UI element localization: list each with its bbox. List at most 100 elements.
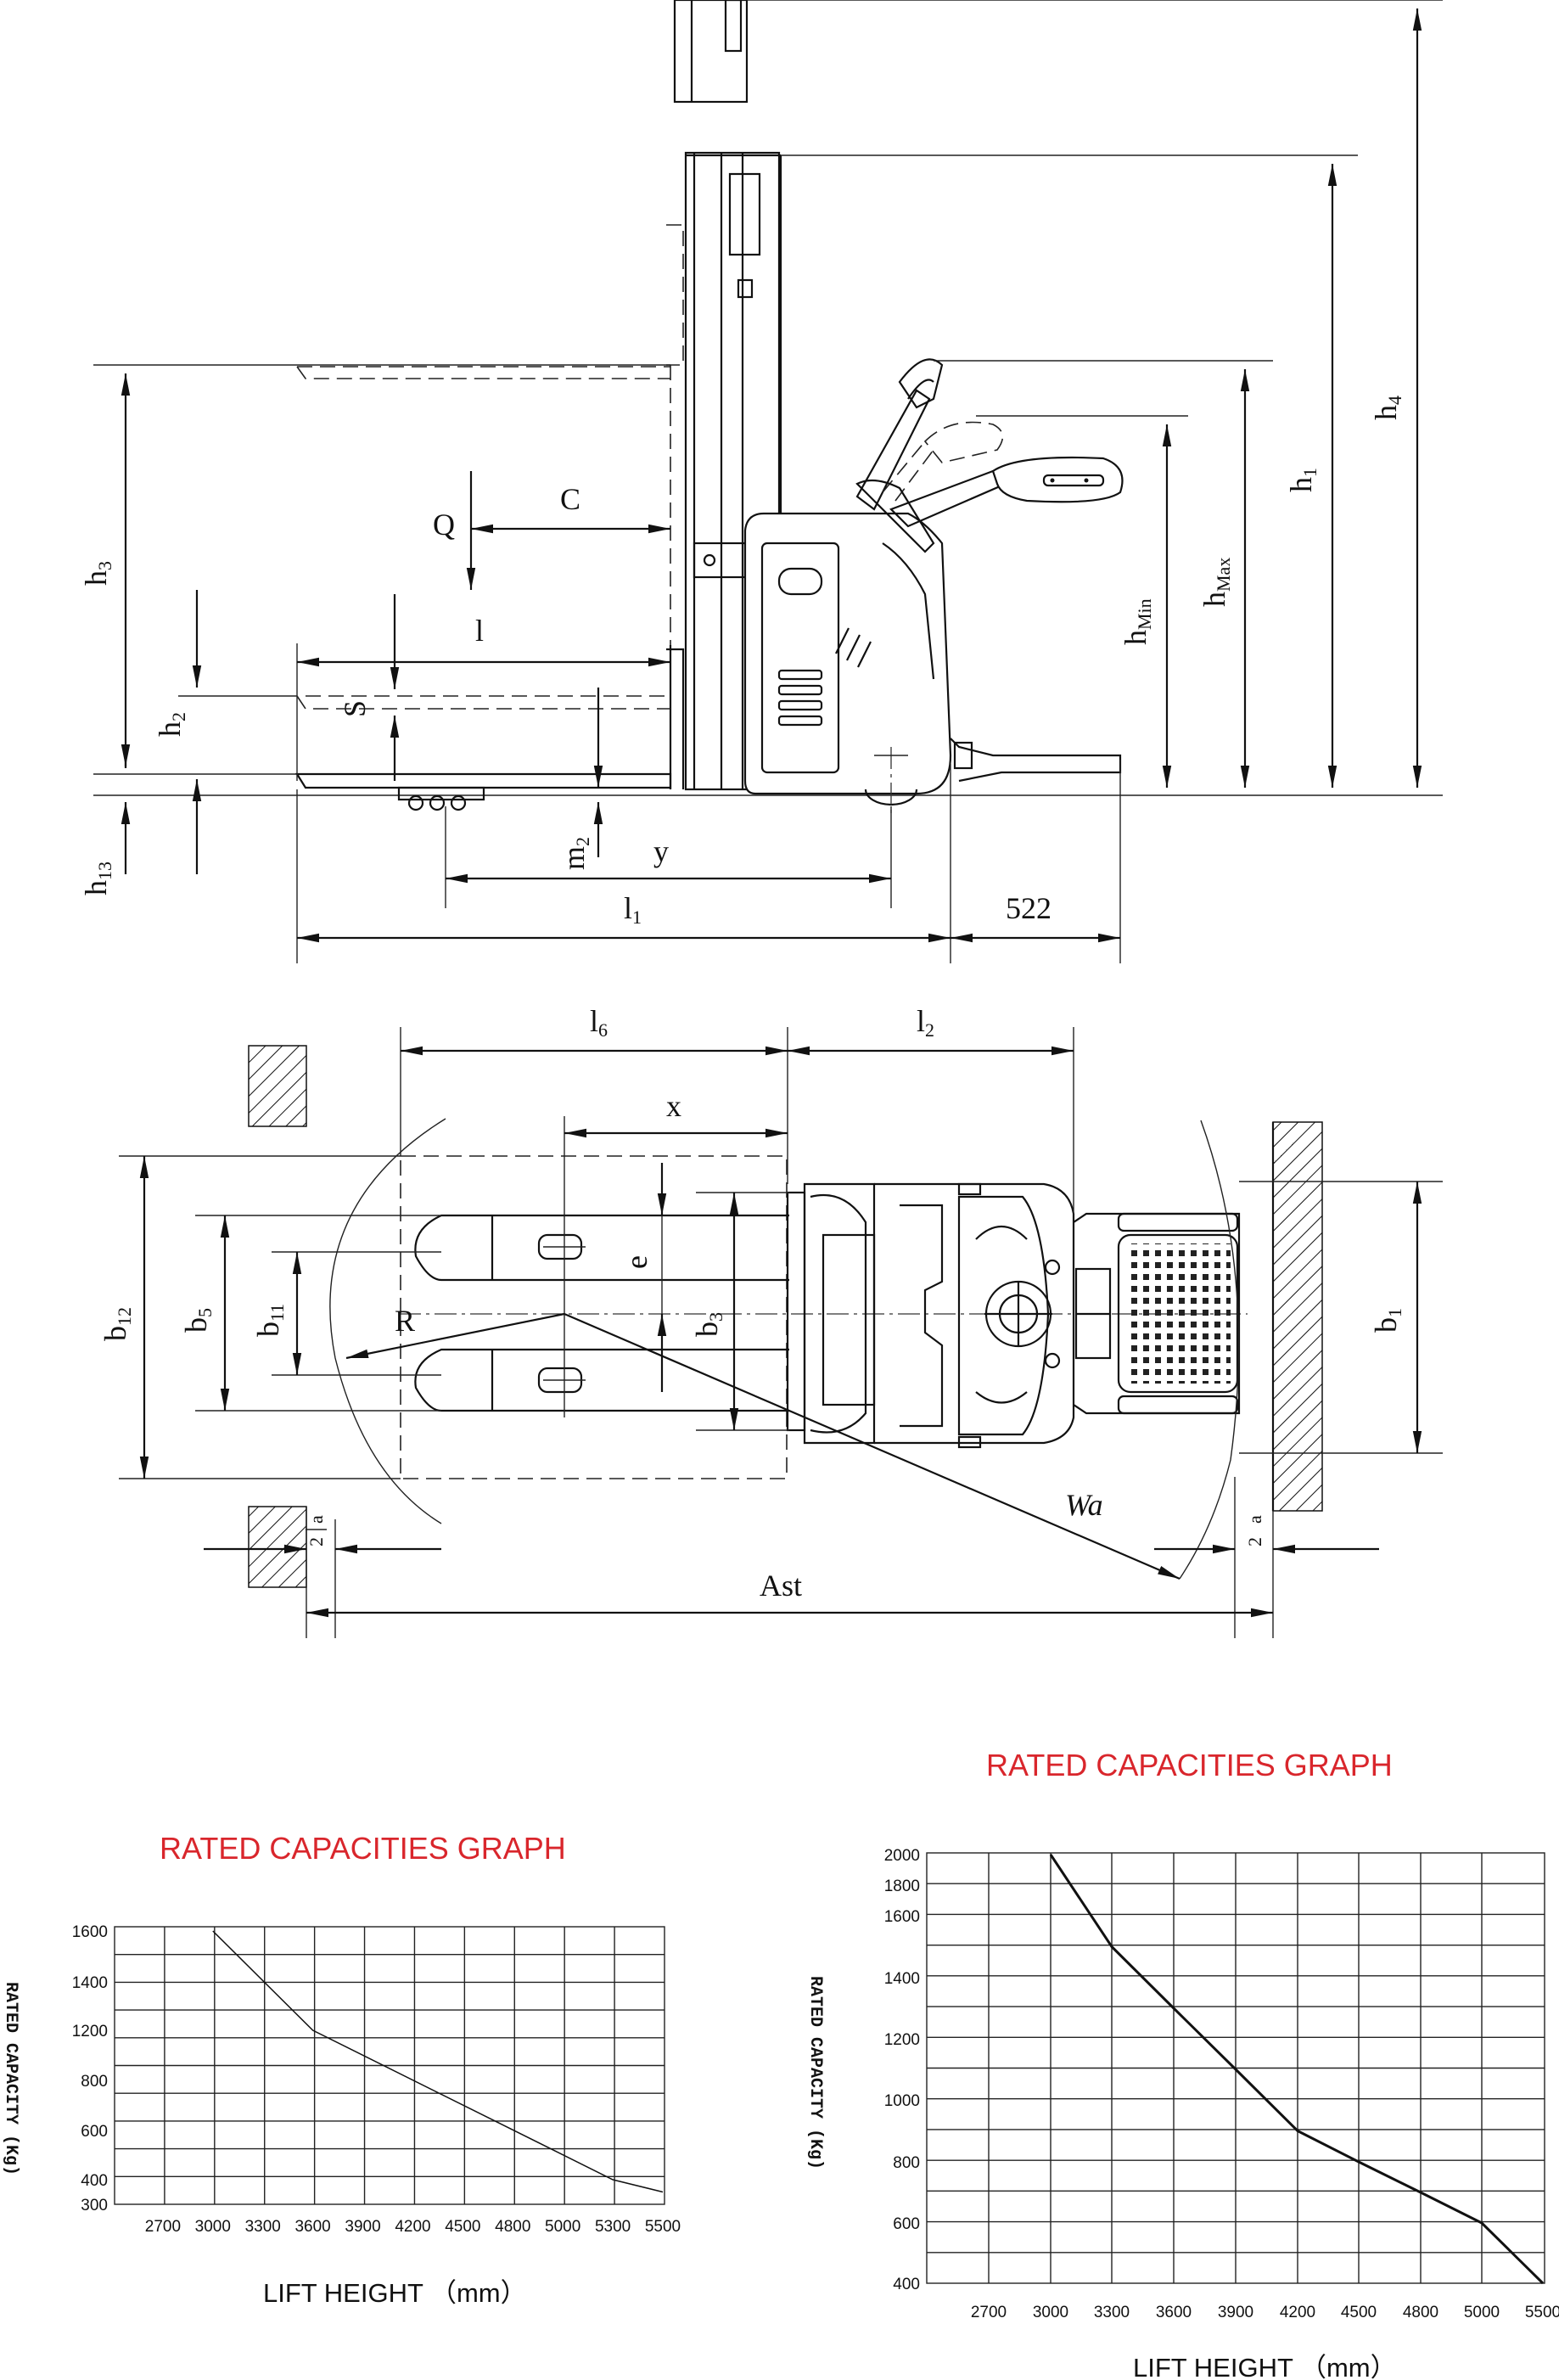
label-l1: l [624,891,632,925]
wall-top-left [248,1045,307,1127]
y-tick-label: 1400 [72,1974,108,1992]
x-tick-label: 3000 [1033,2304,1068,2321]
top-length-dims: l6 l2 [400,1004,1074,1214]
wall-right [1272,1121,1323,1512]
graph-right-curve [1049,1854,1545,2285]
label-b5: b [179,1317,213,1333]
graph-left-grid [114,1926,665,2205]
x-tick-label: 4200 [1280,2304,1315,2321]
ground-clearance-dim: m2 [557,688,603,870]
svg-text:hMin: hMin [1119,598,1155,645]
label-C: C [560,482,580,516]
fork-thickness-dim: S [338,594,400,781]
y-tick-label: 400 [81,2172,108,2190]
x-dim: x [564,1089,788,1205]
label-b3: b [690,1322,724,1337]
y-tick-label: 600 [81,2123,108,2141]
left-height-dims: h3 h2 h13 [79,364,670,895]
label-a-right: a [1244,1515,1265,1524]
y-tick-label: 1600 [884,1908,920,1926]
svg-text:h4: h4 [1369,396,1405,420]
graph-left-curve [212,1930,664,2193]
label-x: x [666,1089,681,1123]
x-tick-label: 3300 [1094,2304,1130,2321]
y-tick-label: 800 [893,2154,920,2172]
y-tick-label: 300 [81,2197,108,2214]
x-tick-label: 5000 [1464,2304,1500,2321]
x-tick-label: 3600 [1156,2304,1192,2321]
x-tick-label: 4200 [395,2218,430,2236]
x-tick-label: 3600 [294,2218,330,2236]
x-tick-label: 4500 [1341,2304,1377,2321]
svg-text:h2: h2 [153,712,189,737]
y-tick-label: 600 [893,2215,920,2233]
y-tick-label: 1200 [72,2023,108,2040]
y-tick-label: 1400 [884,1970,920,1988]
y-tick-label: 1200 [884,2031,920,2049]
aisle-clearance: a 2 a 2 [204,1477,1379,1638]
label-b1: b [1369,1317,1403,1333]
label-b12: b [98,1326,132,1341]
svg-text:l2: l2 [917,1004,934,1041]
x-tick-label: 3900 [1218,2304,1253,2321]
label-hmax: h [1197,592,1231,607]
x-tick-label: 3000 [195,2218,231,2236]
top-view: l6 l2 x e b3 [98,1004,1443,1638]
svg-text:b12: b12 [98,1307,135,1341]
x-tick-label: 4500 [445,2218,480,2236]
graph-right-ylabel: RATED CAPACITY (Kg) [805,1976,825,2170]
graph-left-xlabel: LIFT HEIGHT （mm） [263,2278,527,2308]
graph-right-xlabel: LIFT HEIGHT （mm） [1133,2353,1397,2380]
label-l6: l [590,1004,598,1038]
label-h2: h [153,721,187,737]
ast-dim: Ast [306,1569,1273,1618]
label-a-den-right: 2 [1244,1537,1265,1546]
top-width-dims: b12 b5 b11 [98,1155,441,1479]
graph-left-ylabel: RATED CAPACITY (Kg) [1,1982,20,2175]
label-522: 522 [1006,891,1051,925]
label-e: e [620,1255,653,1269]
label-Wa: Wa [1065,1488,1103,1522]
x-tick-label: 4800 [1403,2304,1438,2321]
graph-left-title: RATED CAPACITIES GRAPH [160,1831,566,1866]
x-tick-label: 2700 [971,2304,1007,2321]
capacity-graph-right: RATED CAPACITIES GRAPH 2700 3000 3300 3600 3… [805,1748,1559,2380]
y-tick-label: 1000 [884,2092,920,2110]
pallet-outline [400,1155,788,1479]
truck-body [743,358,1124,815]
length-l-dim: l [296,614,670,781]
label-a-den: 2 [306,1537,327,1546]
svg-text:b5: b5 [179,1308,216,1333]
y-tick-label: 800 [81,2073,108,2091]
x-tick-label: 5000 [545,2218,580,2236]
svg-text:h1: h1 [1284,468,1321,492]
wheelbase-dim: y [445,806,892,908]
e-dim: e [620,1163,667,1392]
x-tick-label: 3900 [345,2218,380,2236]
load-center-dim: Q C [433,471,670,590]
graph-right-grid [926,1852,1545,2284]
b3-dim: b3 [690,1192,789,1431]
side-view: Q C l S m2 y [79,0,1443,963]
x-tick-label: 3300 [245,2218,281,2236]
right-height-dims: hMin hMax h1 h4 [747,0,1443,788]
forks-top [414,1205,789,1417]
y-tick-label: 1800 [884,1878,920,1895]
truck-body-top [786,1182,1241,1449]
svg-text:b1: b1 [1369,1308,1405,1333]
label-Ast: Ast [760,1569,802,1603]
svg-text:hMax: hMax [1197,558,1234,607]
label-S: S [338,700,372,717]
y-tick-label: 400 [893,2276,920,2293]
label-h4: h [1369,405,1403,420]
label-h1: h [1284,477,1318,492]
raised-fork-outline [296,224,684,781]
label-m2: m [557,846,591,870]
label-R: R [395,1304,415,1338]
label-hmin: h [1119,630,1152,645]
graph-right-title: RATED CAPACITIES GRAPH [986,1748,1393,1782]
